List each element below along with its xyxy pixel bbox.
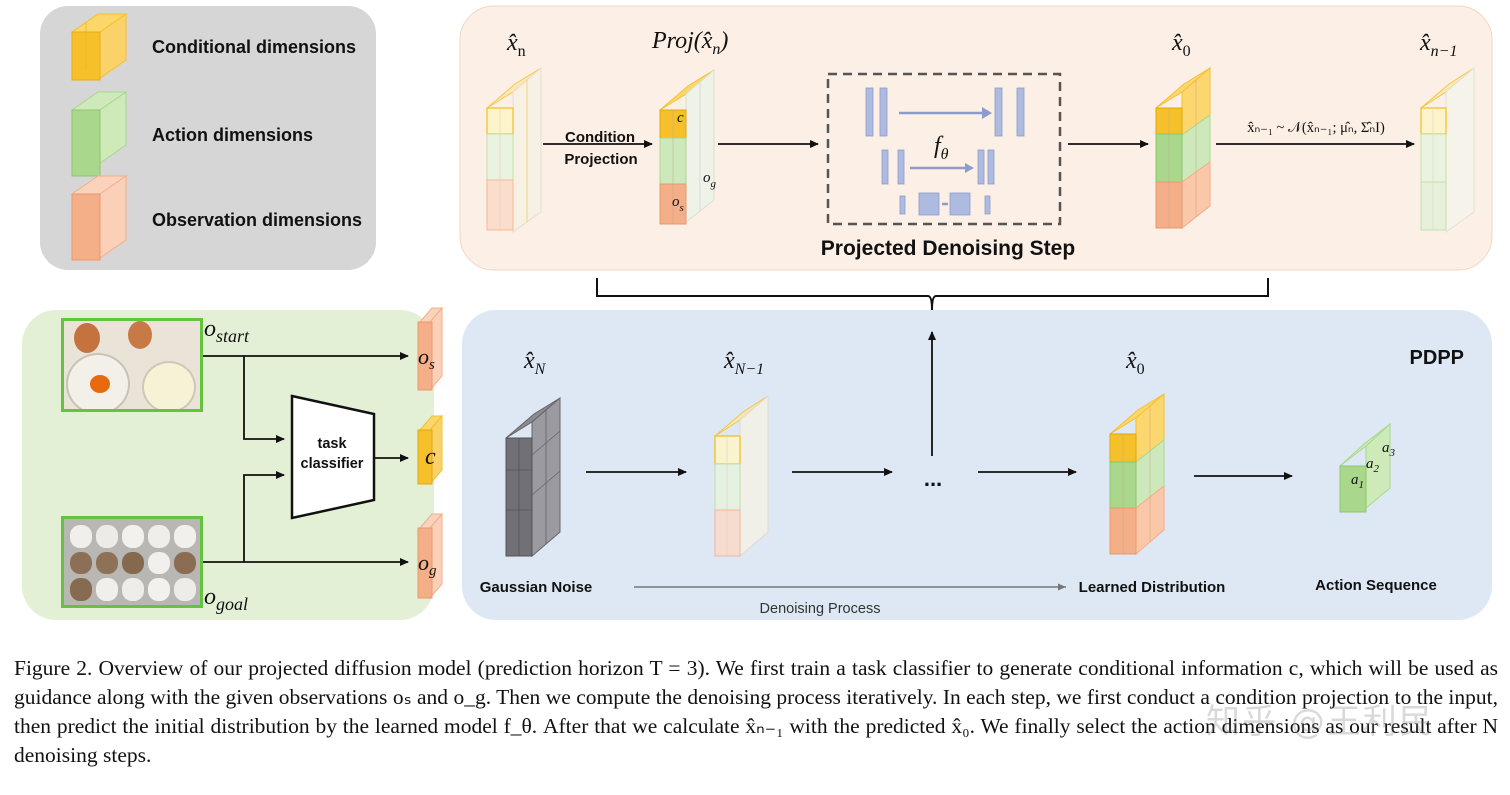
legend-observation-label: Observation dimensions bbox=[152, 210, 362, 230]
a1-label: a1 bbox=[1351, 472, 1364, 491]
legend-action-swatch bbox=[70, 91, 128, 177]
cookie bbox=[70, 525, 92, 548]
classifier-label-2: classifier bbox=[301, 456, 364, 472]
goal-observation-image bbox=[61, 516, 203, 608]
legend-observation-swatch bbox=[70, 175, 128, 261]
cookie bbox=[96, 525, 118, 548]
cookie bbox=[122, 551, 144, 575]
yolk-shape bbox=[90, 375, 110, 393]
x0-block-bottom bbox=[1109, 392, 1165, 556]
action-sequence-block bbox=[1339, 422, 1391, 513]
cookie bbox=[122, 578, 144, 601]
learned-distribution-label: Learned Distribution bbox=[1079, 579, 1226, 596]
denoising-process-label: Denoising Process bbox=[760, 601, 881, 617]
og-chip bbox=[417, 512, 444, 600]
cookie bbox=[70, 578, 92, 601]
proj-c-label: c bbox=[677, 110, 684, 126]
projected-step-title: Projected Denoising Step bbox=[821, 237, 1075, 260]
og-chip-label: og bbox=[418, 550, 437, 579]
cookie bbox=[174, 578, 196, 601]
c-chip bbox=[417, 414, 444, 486]
cookie bbox=[70, 551, 92, 575]
denoising-model-box bbox=[826, 72, 1062, 226]
unet-arrows bbox=[899, 107, 992, 206]
egg-shape bbox=[128, 321, 152, 349]
legend-conditional-label: Conditional dimensions bbox=[152, 37, 356, 57]
cookie bbox=[148, 578, 170, 601]
unet-icon bbox=[865, 87, 1025, 216]
task-classifier-box bbox=[290, 394, 376, 520]
figure-caption: Figure 2. Overview of our projected diff… bbox=[14, 654, 1498, 770]
cookie bbox=[148, 551, 170, 575]
cookie bbox=[96, 578, 118, 601]
egg-shape bbox=[74, 323, 100, 353]
proj-xn-label: Proj(x̂n) bbox=[651, 28, 728, 58]
caption-text: Figure 2. Overview of our projected diff… bbox=[14, 656, 1498, 767]
pdpp-title: PDPP bbox=[1410, 347, 1464, 369]
cookie bbox=[96, 551, 118, 575]
o-goal-label: ogoal bbox=[204, 584, 248, 614]
xn-minus-1-label-top: x̂n−1 bbox=[1419, 30, 1457, 60]
cookie bbox=[122, 525, 144, 548]
pdpp-panel bbox=[462, 310, 1492, 620]
action-sequence-label: Action Sequence bbox=[1315, 577, 1437, 594]
diagram-canvas: Conditional dimensions Action dimensions… bbox=[22, 5, 1493, 620]
ellipsis: ... bbox=[924, 466, 942, 491]
proj-os-label: os bbox=[672, 194, 684, 214]
cookie bbox=[174, 551, 196, 575]
cookie bbox=[148, 525, 170, 548]
proj-xn-block bbox=[659, 68, 715, 225]
xN-label: x̂N bbox=[523, 348, 547, 378]
proj-og-label: og bbox=[703, 170, 717, 190]
classifier-label-1: task bbox=[317, 436, 347, 452]
a2-label: a2 bbox=[1366, 456, 1380, 475]
legend-conditional-swatch bbox=[70, 13, 128, 81]
gaussian-noise-label: Gaussian Noise bbox=[480, 579, 593, 596]
os-chip bbox=[417, 306, 444, 392]
xn-minus-1-block-top bbox=[1420, 66, 1475, 233]
x0-block-top bbox=[1155, 66, 1211, 230]
projection-step-panel bbox=[459, 5, 1493, 271]
cookie bbox=[174, 525, 196, 548]
condition-projection-label-2: Projection bbox=[564, 151, 637, 168]
x0-label-bottom: x̂0 bbox=[1125, 348, 1145, 378]
xn-label: x̂n bbox=[506, 30, 526, 60]
o-start-label: ostart bbox=[204, 316, 250, 346]
cookie-grid bbox=[70, 525, 196, 601]
os-chip-label: os bbox=[418, 344, 435, 373]
bowl-shape bbox=[142, 361, 196, 409]
start-observation-image bbox=[61, 318, 203, 412]
observation-connectors bbox=[202, 352, 409, 566]
f-theta-label: fθ bbox=[934, 133, 949, 163]
xN-minus-1-block bbox=[714, 394, 769, 558]
curly-bracket bbox=[596, 278, 1269, 311]
x0-label-top: x̂0 bbox=[1171, 30, 1191, 60]
xn-block bbox=[486, 66, 542, 233]
condition-projection-label-1: Condition bbox=[565, 129, 635, 146]
xN-minus-1-label: x̂N−1 bbox=[723, 348, 764, 378]
a3-label: a3 bbox=[1382, 440, 1396, 459]
sample-formula: x̂ₙ₋₁ ~ 𝒩(x̂ₙ₋₁; μ̂ₙ, Σ̂ₙI) bbox=[1247, 120, 1385, 136]
legend-action-label: Action dimensions bbox=[152, 125, 313, 145]
c-chip-label: c bbox=[425, 444, 436, 470]
gaussian-noise-block bbox=[505, 396, 561, 558]
